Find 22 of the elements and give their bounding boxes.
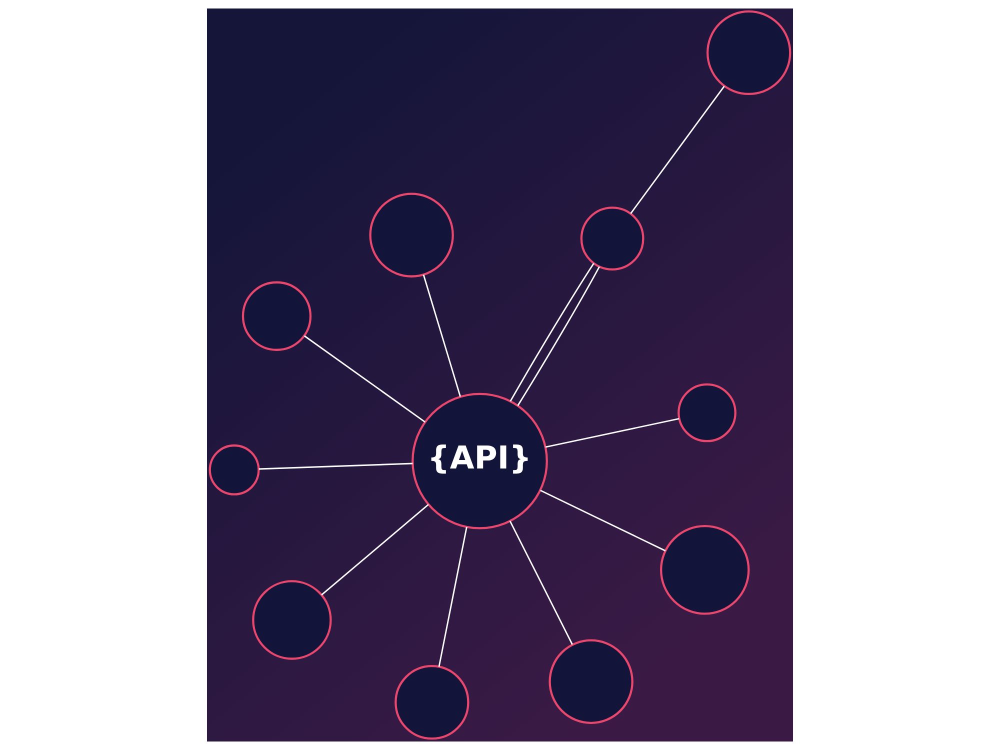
node-circle xyxy=(548,639,634,724)
connector xyxy=(422,274,461,397)
connector xyxy=(630,86,725,214)
connector xyxy=(321,504,429,596)
node-circle xyxy=(678,383,736,442)
connector xyxy=(258,462,413,470)
connector xyxy=(545,418,680,448)
node-circle xyxy=(660,525,750,615)
connector xyxy=(510,262,594,402)
node-circle xyxy=(394,664,470,740)
node-circle xyxy=(208,444,260,496)
connector xyxy=(304,335,426,423)
node-circle xyxy=(706,10,792,96)
node-circle xyxy=(242,281,312,351)
connector xyxy=(540,490,666,552)
node-circle xyxy=(252,580,332,660)
node-circle: {API} xyxy=(412,392,548,530)
connector xyxy=(517,266,600,406)
connector xyxy=(509,520,573,645)
node-circle xyxy=(369,192,454,278)
node-circle xyxy=(580,206,644,271)
connector xyxy=(438,526,468,667)
